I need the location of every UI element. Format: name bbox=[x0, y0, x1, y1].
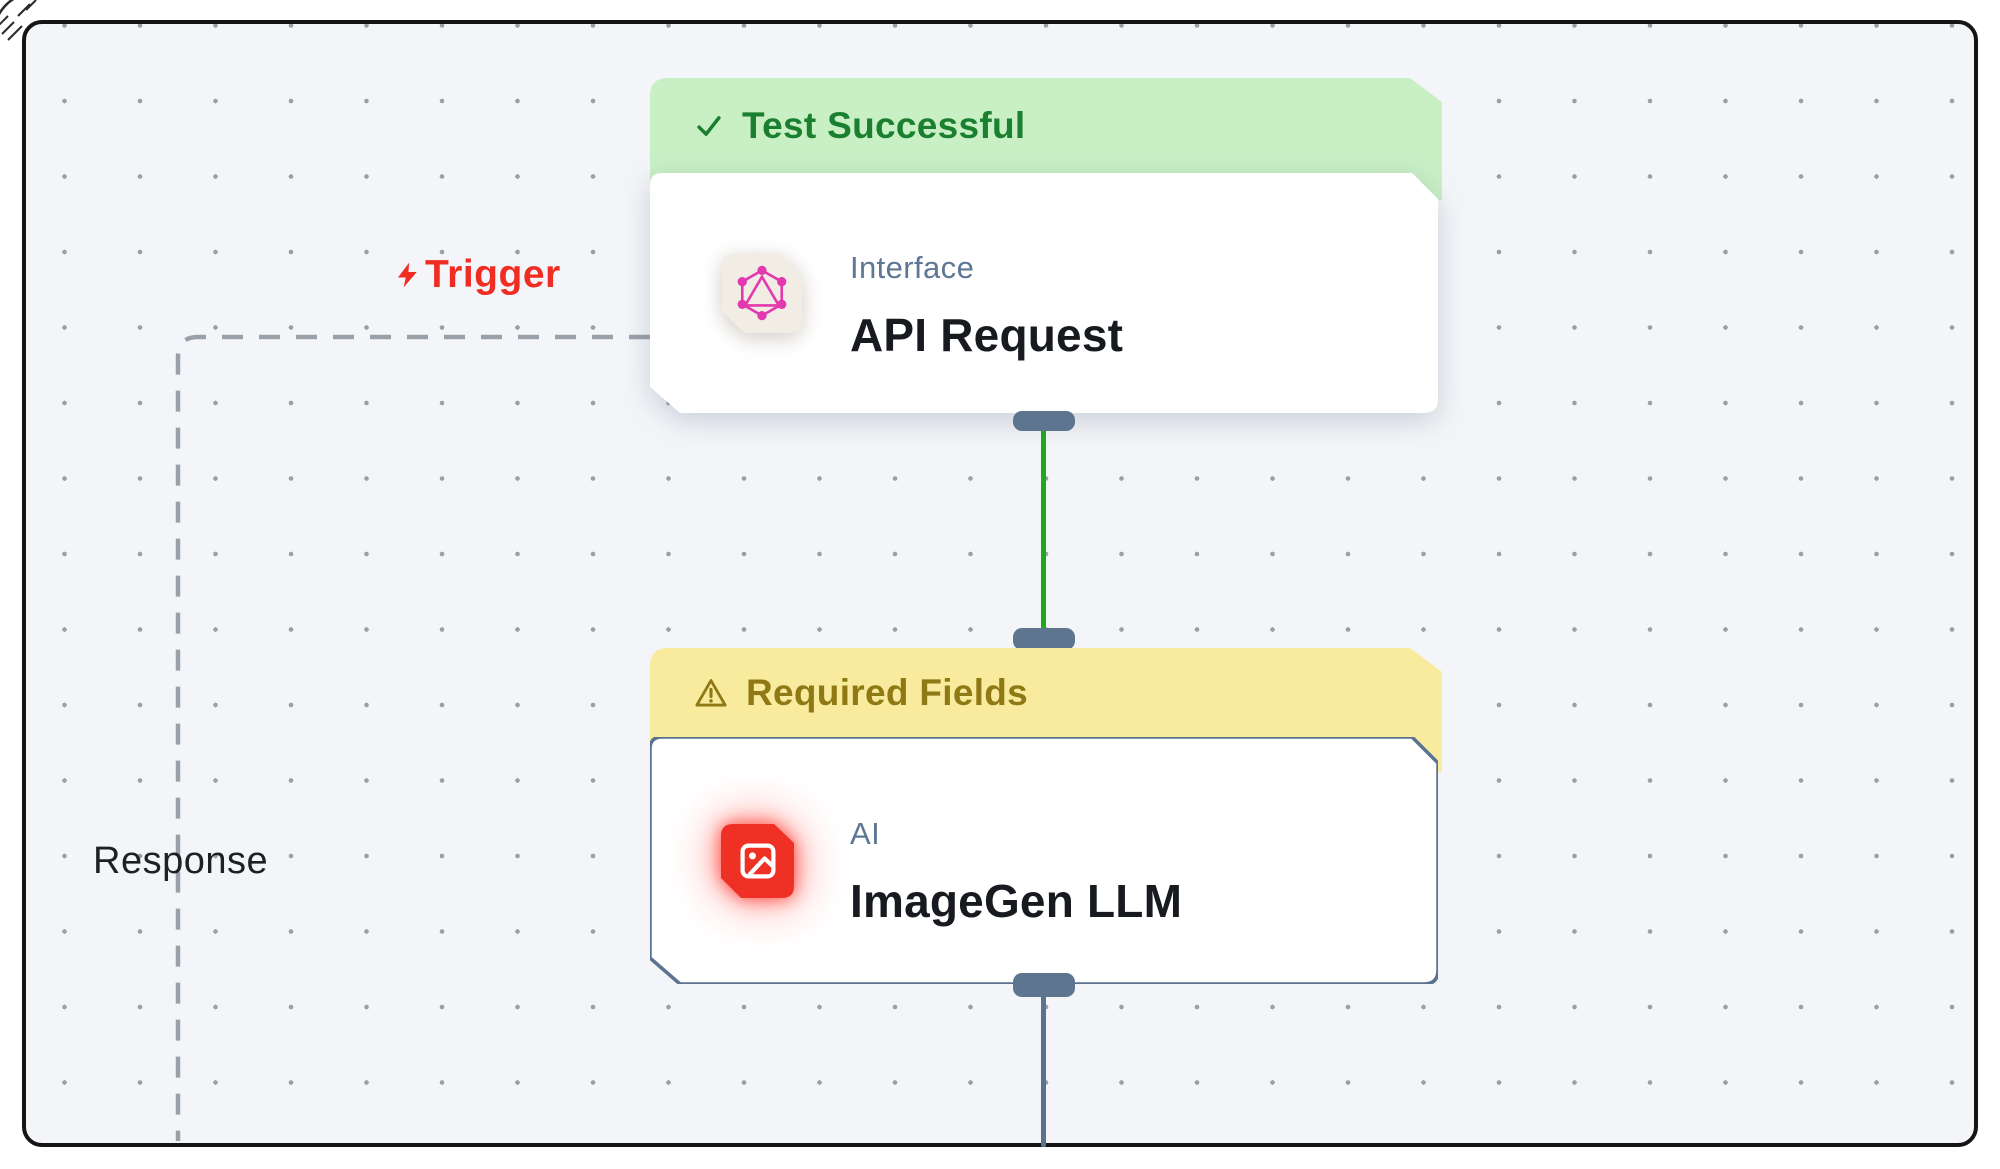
lightning-bolt-icon bbox=[398, 262, 417, 288]
imagegen-output-handle[interactable] bbox=[1013, 973, 1075, 997]
imagegen-icon-chip bbox=[721, 824, 794, 898]
imagegen-input-handle[interactable] bbox=[1013, 628, 1075, 650]
edge-label-trigger: Trigger bbox=[393, 253, 561, 297]
api-request-status-text: Test Successful bbox=[742, 104, 1026, 146]
api-request-title: API Request bbox=[850, 309, 1124, 361]
api-request-category: Interface bbox=[850, 250, 975, 285]
edge-success[interactable] bbox=[1041, 428, 1046, 642]
imagegen-status-text: Required Fields bbox=[746, 671, 1029, 713]
edge-response-loop[interactable] bbox=[150, 315, 670, 1155]
corner-scribble-decoration bbox=[0, 0, 37, 41]
imagegen-title: ImageGen LLM bbox=[850, 875, 1183, 927]
edge-label-response-text: Response bbox=[93, 840, 269, 882]
imagegen-status-banner[interactable]: Required Fields bbox=[650, 648, 1442, 737]
api-request-output-handle[interactable] bbox=[1013, 411, 1075, 431]
edge-label-response: Response bbox=[93, 840, 268, 883]
api-request-status-banner[interactable]: Test Successful bbox=[650, 78, 1442, 173]
api-request-node-card[interactable] bbox=[650, 173, 1438, 413]
imagegen-category: AI bbox=[850, 816, 881, 851]
api-request-status-banner-shape[interactable] bbox=[650, 78, 1442, 200]
imagegen-node-body[interactable]: AI ImageGen LLM bbox=[850, 816, 1410, 928]
api-request-node-body[interactable]: Interface API Request bbox=[850, 250, 1410, 362]
edge-pending[interactable] bbox=[1041, 990, 1046, 1147]
imagegen-node-card[interactable] bbox=[650, 737, 1438, 984]
image-icon bbox=[736, 839, 780, 883]
warning-icon bbox=[695, 678, 727, 706]
edge-label-trigger-text: Trigger bbox=[425, 253, 561, 296]
check-icon bbox=[697, 115, 721, 136]
api-request-icon-chip bbox=[722, 253, 802, 333]
graphql-icon bbox=[733, 264, 791, 322]
